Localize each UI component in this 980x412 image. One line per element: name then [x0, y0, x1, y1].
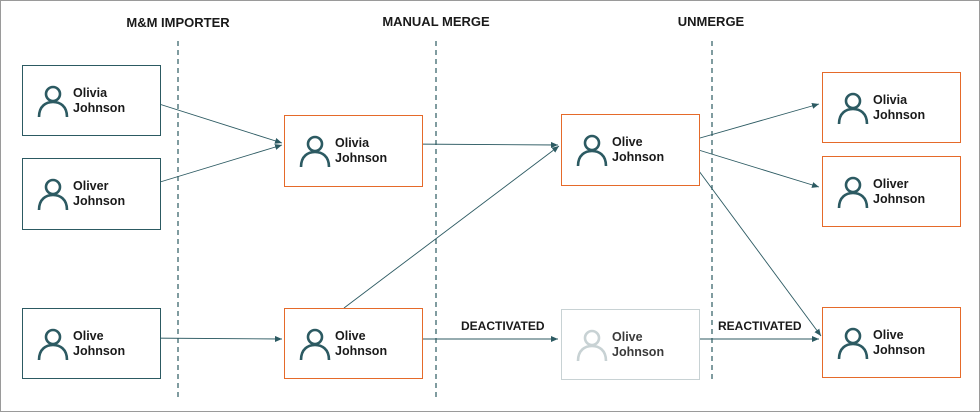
column-title-importer: M&M IMPORTER [126, 15, 230, 30]
arrow-unmerge-olivia [678, 103, 820, 145]
person-icon [576, 329, 608, 361]
person-icon [576, 134, 608, 167]
arrow-olivia-to-merge [136, 96, 283, 144]
label-reactivated: REACTIVATED [718, 319, 802, 333]
person-icon [299, 135, 331, 168]
arrow-olive-up-to-merge [343, 145, 560, 309]
arrow-olive-to-olive [136, 335, 283, 342]
person-icon [299, 328, 331, 360]
person-icon [37, 328, 69, 360]
column-title-manual-merge: MANUAL MERGE [382, 14, 490, 29]
person-icon [37, 85, 69, 117]
label-deactivated: DEACTIVATED [461, 319, 545, 333]
person-icon [37, 178, 69, 211]
arrow-oliver-to-merge [136, 144, 283, 190]
column-title-unmerge: UNMERGE [677, 14, 745, 29]
person-icon [837, 92, 869, 124]
arrow-unmerge-olive [678, 143, 822, 337]
arrow-merge-to-olive [402, 141, 559, 148]
arrow-unmerge-oliver [678, 143, 820, 188]
person-icon [837, 176, 869, 208]
person-icon [837, 327, 869, 359]
